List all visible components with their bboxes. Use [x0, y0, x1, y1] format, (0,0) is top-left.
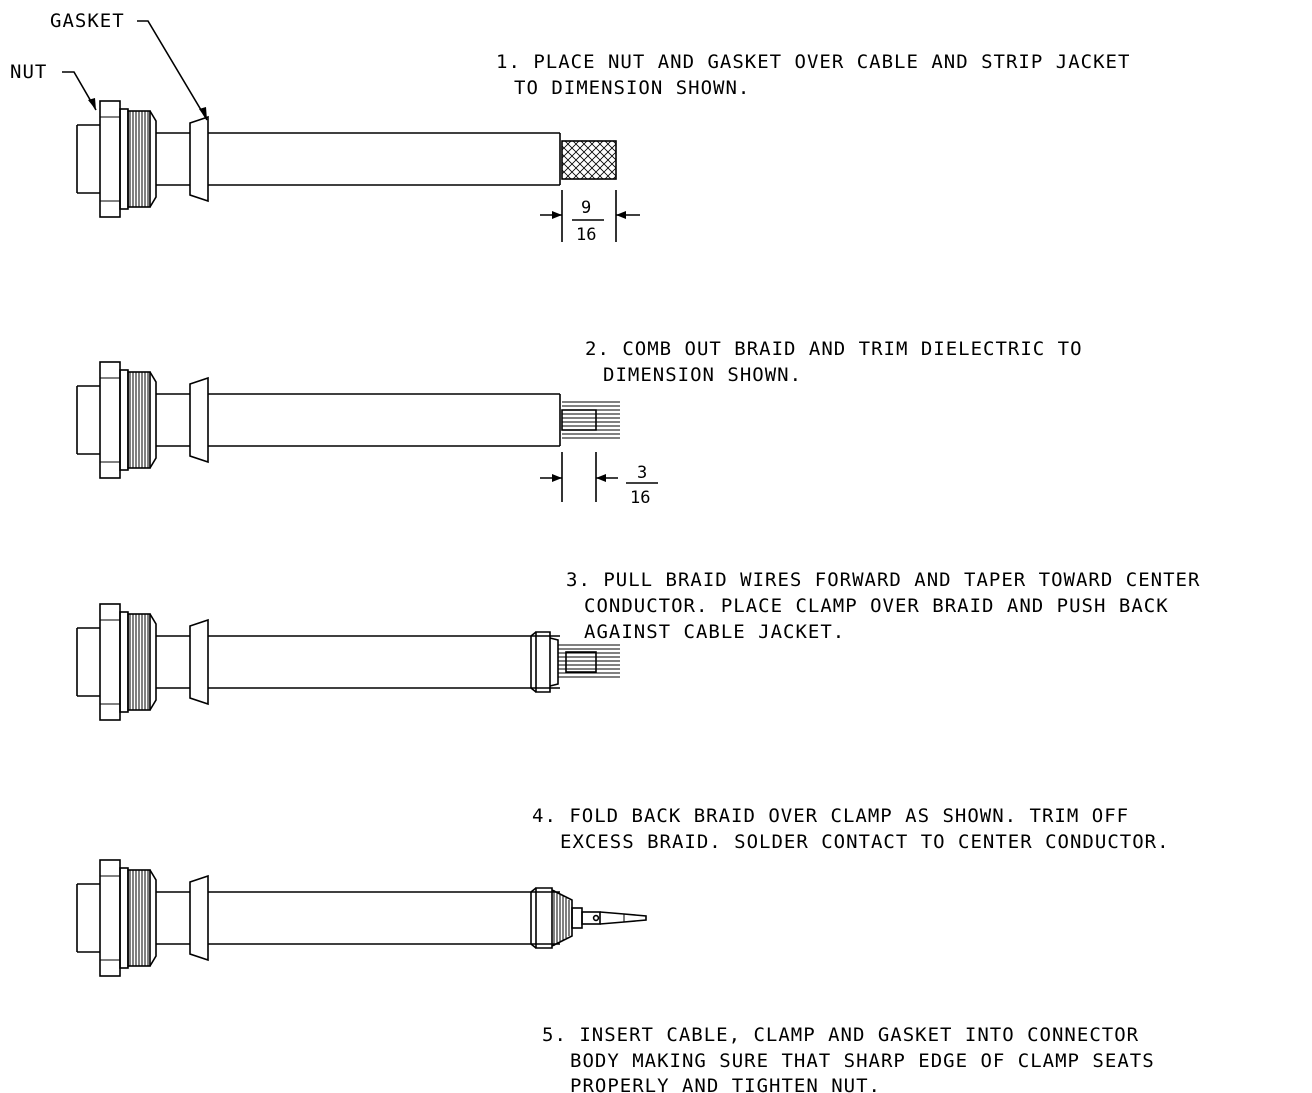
step-1-figure: 9 16	[76, 100, 640, 245]
dielectric-dim-denominator: 16	[630, 488, 650, 508]
step-1-text: 1. PLACE NUT AND GASKET OVER CABLE AND S…	[496, 51, 1143, 99]
step-3-figure	[76, 603, 620, 721]
nut-leader	[62, 71, 97, 111]
step-4-text: 4. FOLD BACK BRAID OVER CLAMP AS SHOWN. …	[532, 805, 1170, 853]
step-3-text: 3. PULL BRAID WIRES FORWARD AND TAPER TO…	[566, 569, 1213, 643]
step-2-figure: 3 16	[76, 361, 658, 508]
nut-label: NUT	[10, 61, 47, 83]
strip-dimension: 9 16	[540, 190, 640, 245]
step-2-text: 2. COMB OUT BRAID AND TRIM DIELECTRIC TO…	[585, 338, 1095, 386]
strip-dim-denominator: 16	[576, 225, 596, 245]
dielectric-dim-numerator: 3	[637, 463, 647, 483]
gasket-leader	[137, 20, 208, 121]
step-4-figure	[76, 859, 647, 977]
nut-leader-arrow	[88, 98, 96, 110]
strip-dim-numerator: 9	[581, 198, 591, 218]
gasket-label: GASKET	[50, 10, 125, 32]
dielectric-dimension: 3 16	[540, 452, 658, 508]
step-5-text: 5. INSERT CABLE, CLAMP AND GASKET INTO C…	[542, 1024, 1167, 1093]
gasket-leader-arrow	[199, 107, 207, 120]
